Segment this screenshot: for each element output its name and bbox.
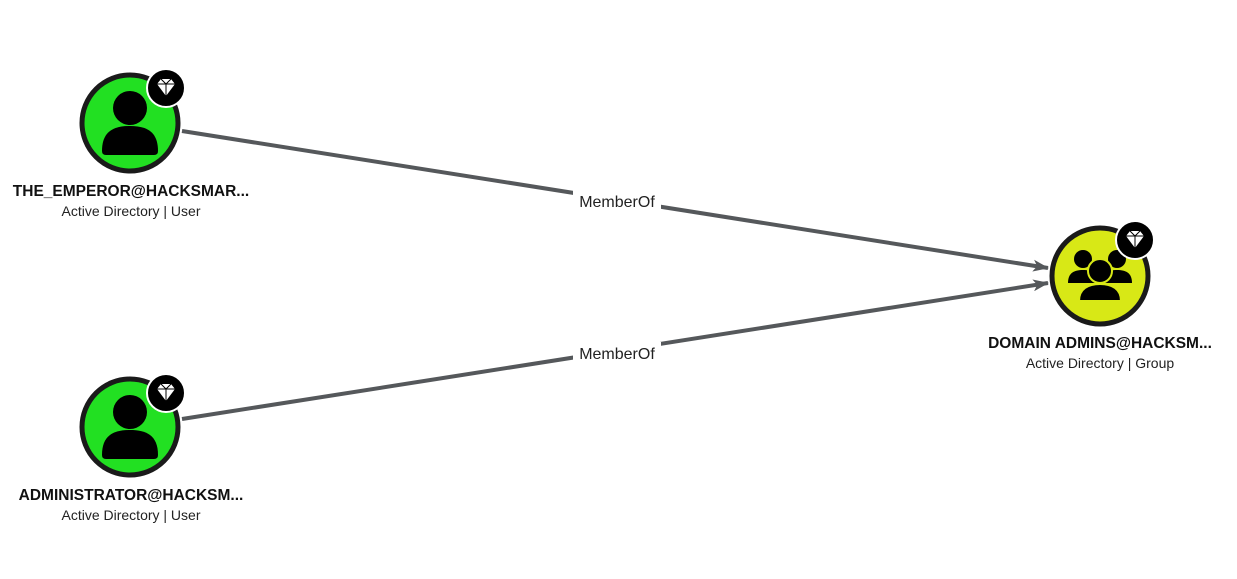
node-user-emperor[interactable]: THE_EMPEROR@HACKSMAR... Active Directory… xyxy=(13,68,249,219)
node-name: DOMAIN ADMINS@HACKSM... xyxy=(988,335,1212,352)
edge-label[interactable]: MemberOf xyxy=(579,346,655,363)
node-type-label: Active Directory | User xyxy=(62,203,201,219)
tier-zero-diamond-icon xyxy=(146,373,186,413)
node-type-label: Active Directory | Group xyxy=(1026,355,1175,371)
node-user-administrator[interactable]: ADMINISTRATOR@HACKSM... Active Directory… xyxy=(19,373,244,523)
node-group-domain-admins[interactable]: DOMAIN ADMINS@HACKSM... Active Directory… xyxy=(988,220,1212,371)
node-name: THE_EMPEROR@HACKSMAR... xyxy=(13,183,249,200)
node-type-label: Active Directory | User xyxy=(62,507,201,523)
edge-label-background xyxy=(573,342,661,364)
node-name: ADMINISTRATOR@HACKSM... xyxy=(19,487,244,504)
user-icon xyxy=(102,395,158,459)
tier-zero-diamond-icon xyxy=(146,68,186,108)
edge-label-background xyxy=(573,190,661,212)
tier-zero-diamond-icon xyxy=(1115,220,1155,260)
user-icon xyxy=(102,91,158,155)
edge-emperor-memberof[interactable]: MemberOf xyxy=(181,129,1049,272)
edge-administrator-memberof[interactable]: MemberOf xyxy=(181,279,1049,421)
group-icon xyxy=(1068,250,1132,302)
edge-label[interactable]: MemberOf xyxy=(579,194,655,211)
